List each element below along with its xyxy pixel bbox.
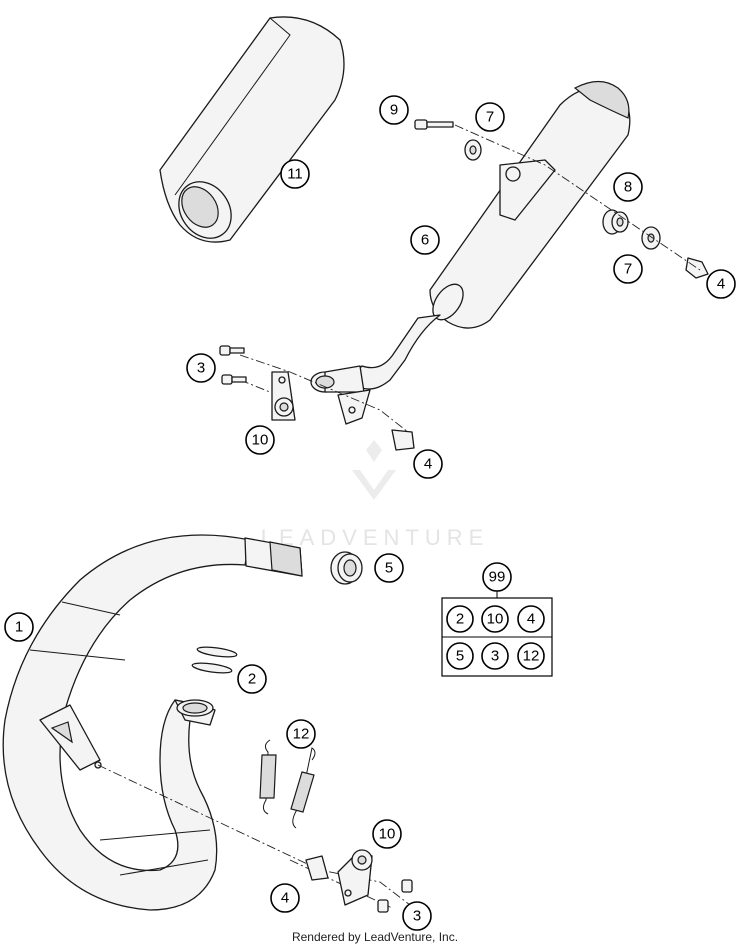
springs bbox=[259, 739, 316, 829]
svg-text:11: 11 bbox=[287, 166, 303, 183]
watermark: LEADVENTURE bbox=[261, 440, 490, 550]
svg-text:12: 12 bbox=[293, 726, 310, 743]
kit-item: 12 bbox=[517, 642, 545, 670]
bolts-3-upper bbox=[219, 345, 247, 385]
o-rings bbox=[191, 646, 238, 674]
callout-4: 4 bbox=[270, 883, 300, 913]
callout-2: 2 bbox=[237, 664, 267, 694]
exhaust-gasket bbox=[330, 551, 363, 585]
svg-text:10: 10 bbox=[487, 611, 504, 628]
callout-12: 12 bbox=[286, 719, 316, 749]
svg-text:7: 7 bbox=[486, 109, 494, 126]
svg-text:2: 2 bbox=[456, 611, 464, 628]
footer-credit: Rendered by LeadVenture, Inc. bbox=[291, 930, 459, 944]
svg-text:4: 4 bbox=[527, 611, 535, 628]
svg-text:6: 6 bbox=[421, 232, 429, 249]
callout-1: 1 bbox=[4, 612, 34, 642]
callout-11: 11 bbox=[280, 159, 310, 189]
svg-text:99: 99 bbox=[489, 569, 506, 586]
svg-text:8: 8 bbox=[624, 179, 632, 196]
exhaust-header-pipe bbox=[2, 534, 303, 911]
svg-text:10: 10 bbox=[252, 432, 269, 449]
callout-9: 9 bbox=[379, 95, 409, 125]
svg-text:1: 1 bbox=[15, 619, 23, 636]
svg-text:4: 4 bbox=[717, 276, 725, 293]
callout-6: 6 bbox=[410, 225, 440, 255]
svg-text:5: 5 bbox=[385, 560, 393, 577]
clip-nut-lower bbox=[305, 855, 329, 881]
svg-text:12: 12 bbox=[523, 648, 540, 665]
kit-label: 99 bbox=[482, 562, 512, 592]
callout-8: 8 bbox=[613, 172, 643, 202]
svg-text:2: 2 bbox=[248, 671, 256, 688]
callout-3: 3 bbox=[186, 353, 216, 383]
kit-item: 3 bbox=[481, 642, 509, 670]
mount-bracket-upper bbox=[271, 371, 296, 421]
callout-7: 7 bbox=[613, 254, 643, 284]
svg-text:3: 3 bbox=[491, 648, 499, 665]
heat-shield-sleeve bbox=[159, 16, 345, 243]
kit-item: 10 bbox=[481, 605, 509, 633]
svg-text:4: 4 bbox=[281, 890, 289, 907]
rubber-grommet bbox=[602, 209, 629, 235]
svg-text:7: 7 bbox=[624, 261, 632, 278]
callout-7: 7 bbox=[475, 102, 505, 132]
svg-text:3: 3 bbox=[413, 908, 421, 925]
silencer bbox=[310, 80, 631, 425]
kit-item: 4 bbox=[517, 605, 545, 633]
kit-item: 2 bbox=[446, 605, 474, 633]
bolts-3-lower bbox=[377, 879, 413, 913]
svg-text:9: 9 bbox=[390, 102, 398, 119]
callout-10: 10 bbox=[245, 425, 275, 455]
mount-bracket-lower bbox=[337, 849, 373, 906]
watermark-text: LEADVENTURE bbox=[261, 525, 490, 550]
callout-4: 4 bbox=[706, 269, 736, 299]
svg-text:4: 4 bbox=[424, 456, 432, 473]
clip-nut-upper bbox=[685, 257, 709, 279]
kit-box: 99 2 10 4 5 3 12 bbox=[441, 562, 553, 677]
svg-text:3: 3 bbox=[197, 360, 205, 377]
clip-nut-middle bbox=[391, 429, 415, 451]
svg-text:10: 10 bbox=[379, 826, 396, 843]
kit-item: 5 bbox=[446, 642, 474, 670]
callout-4: 4 bbox=[413, 449, 443, 479]
bolt-9 bbox=[414, 119, 454, 130]
callout-5: 5 bbox=[374, 553, 404, 583]
callout-10: 10 bbox=[372, 819, 402, 849]
callout-3: 3 bbox=[402, 901, 432, 931]
svg-text:5: 5 bbox=[456, 648, 464, 665]
